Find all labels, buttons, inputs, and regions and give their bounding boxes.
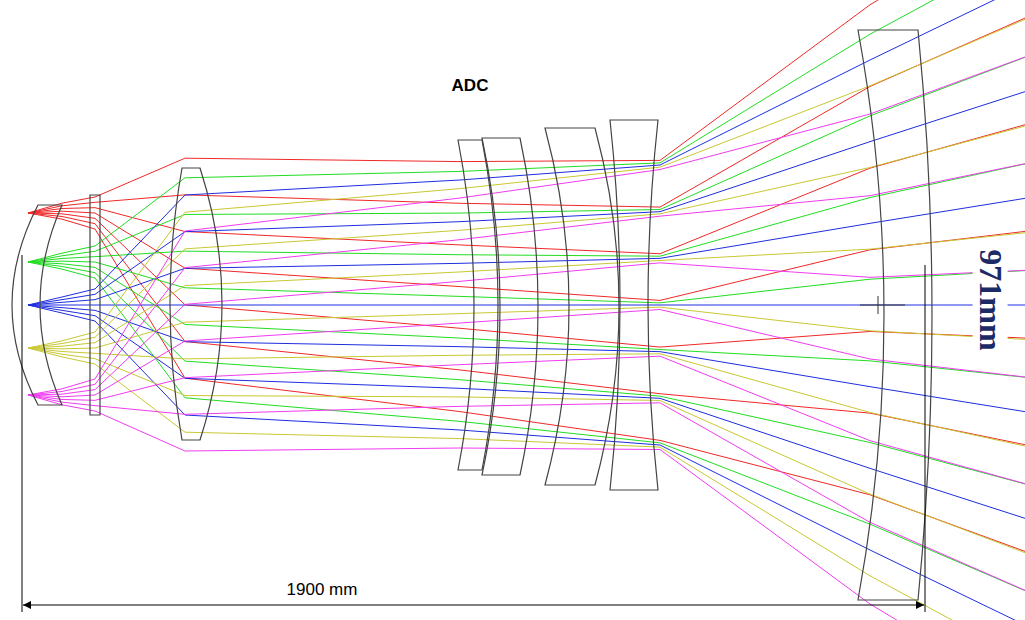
light-ray <box>28 263 1025 395</box>
light-ray <box>28 57 1025 395</box>
light-ray <box>28 348 1025 446</box>
dimension-label: 971mm <box>972 246 1007 353</box>
light-ray <box>28 310 1025 397</box>
light-ray <box>28 125 1025 254</box>
light-ray <box>28 233 1025 348</box>
light-ray <box>28 164 1025 262</box>
axis-mark <box>878 296 879 314</box>
light-ray <box>28 305 1025 620</box>
lens-element <box>90 195 100 415</box>
lens-element <box>12 205 62 405</box>
ray-fans <box>28 0 1025 620</box>
light-ray <box>28 356 1025 484</box>
light-ray <box>28 395 1025 590</box>
light-ray <box>28 19 1025 348</box>
light-ray <box>28 126 1025 348</box>
lens-element <box>482 138 538 475</box>
lens-element <box>545 128 619 485</box>
light-ray <box>28 57 1025 262</box>
light-ray <box>28 395 1025 620</box>
lens-element <box>858 30 932 600</box>
dimension-lines <box>22 255 925 612</box>
extension-line <box>925 265 926 612</box>
light-ray <box>28 198 1025 305</box>
group-label: ADC <box>449 77 492 96</box>
lens-element <box>610 120 658 490</box>
light-ray <box>28 305 1025 306</box>
light-ray <box>28 213 1025 551</box>
lens-element <box>170 168 222 440</box>
light-ray <box>28 307 1025 349</box>
light-ray <box>28 213 1025 347</box>
extension-line <box>22 255 23 612</box>
dimension-label: 1900 mm <box>284 581 361 600</box>
lens-elements <box>12 30 932 600</box>
light-ray <box>28 348 1025 553</box>
dimension-line <box>23 605 924 606</box>
light-ray <box>28 261 1025 303</box>
axis-mark <box>860 305 905 306</box>
